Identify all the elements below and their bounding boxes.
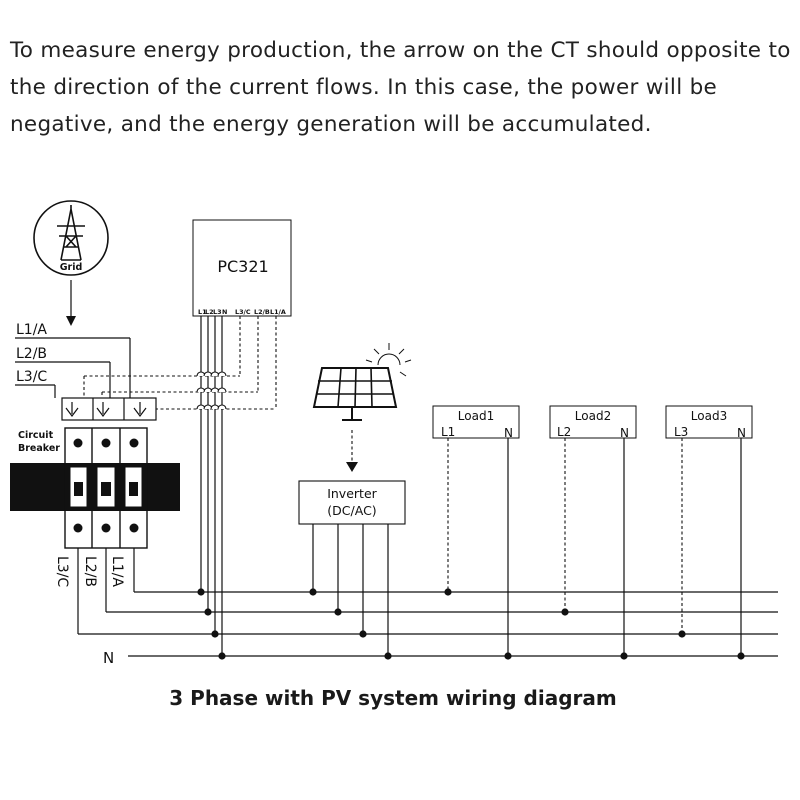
solar-panel-icon [312,367,398,421]
circuit-breaker [10,427,180,549]
meter-terminal-l2: L2 [205,308,214,316]
sun-icon [365,343,412,377]
incoming-wires [15,337,131,398]
load-3: Load3 L3 N [665,405,753,656]
line-in-l2b: L2/B [16,346,47,362]
meter-terminal-l1: L1 [198,308,207,316]
diagram-caption: 3 Phase with PV system wiring diagram [169,686,617,710]
meter-voltage-wires [200,316,223,656]
breaker-label-1: Circuit [18,430,54,441]
load-3-neutral: N [737,426,746,440]
load-1-name: Load1 [458,409,494,423]
supply-arrow [66,316,76,326]
meter-terminal-l3c: L3/C [235,308,251,316]
inverter-label: Inverter [327,486,377,501]
breaker-output-l3c: L3/C [54,556,70,587]
grid-icon: Grid [33,200,109,276]
line-in-l3c: L3/C [16,369,47,385]
meter-terminal-l1a: L1/A [270,308,286,316]
junction-dots [197,588,745,660]
inverter-sublabel: (DC/AC) [327,503,376,518]
load-2-line: L2 [557,425,571,439]
meter-terminal-n: N [222,308,227,316]
load-3-line: L3 [674,425,688,439]
inverter-wires [312,524,389,656]
ct-leads [83,316,277,410]
load-3-name: Load3 [691,409,727,423]
neutral-label: N [103,649,114,667]
load-2-neutral: N [620,426,629,440]
load-1-line: L1 [441,425,455,439]
wire-crossovers [196,371,227,410]
grid-label: Grid [60,262,83,273]
inverter: Inverter (DC/AC) [298,480,406,525]
line-in-l1a: L1/A [16,322,47,338]
load-1: Load1 L1 N [432,405,520,656]
bus-bars [128,591,778,657]
meter-pc321: PC321 L1 L2 L3 N L3/C L2/B L1/A [192,219,292,317]
load-2-name: Load2 [575,409,611,423]
breaker-output-l1a: L1/A [109,556,125,587]
pv-arrow [346,462,358,472]
meter-terminal-l3: L3 [213,308,222,316]
breaker-label-2: Breaker [18,443,60,454]
intro-paragraph: To measure energy production, the arrow … [10,38,791,137]
ct-sensors [61,397,157,421]
meter-model: PC321 [217,257,268,276]
breaker-output-l2b: L2/B [82,556,98,587]
meter-terminal-l2b: L2/B [254,308,270,316]
breaker-output-wires [77,548,215,635]
load-1-neutral: N [504,426,513,440]
load-2: Load2 L2 N [549,405,637,656]
